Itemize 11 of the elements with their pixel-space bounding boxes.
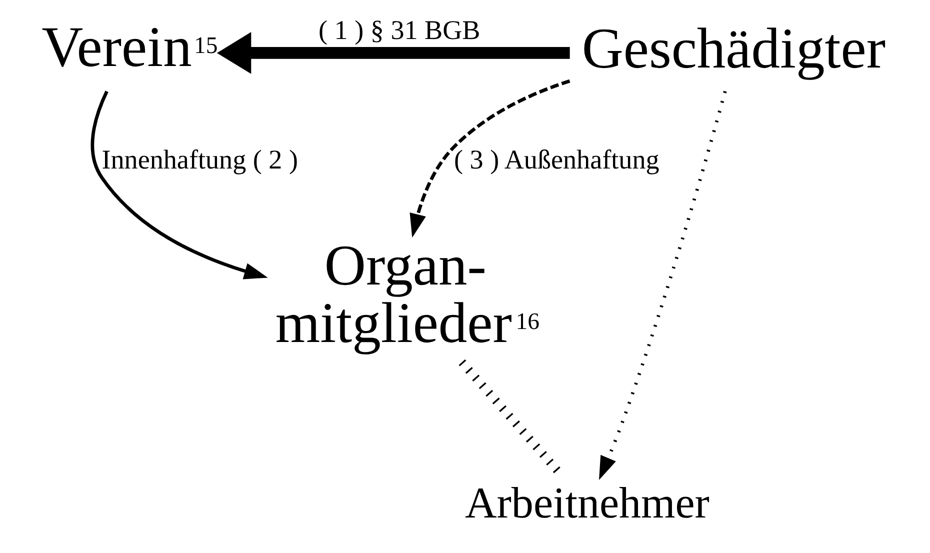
node-text: Geschädigter — [582, 18, 886, 81]
arrow — [90, 90, 268, 280]
arrow — [216, 32, 570, 74]
node-text: Organ- mitglieder$^{16}$ — [275, 234, 540, 356]
node-text: Arbeitnehmer — [465, 478, 710, 528]
edge-label: Innenhaftung ( 2 ) — [102, 144, 298, 175]
node-text: Verein$^{15}$ — [42, 16, 218, 79]
arrow — [410, 79, 570, 238]
edge-label: ( 1 ) § 31 BGB — [318, 15, 480, 46]
arrow — [599, 90, 727, 480]
edge-label: ( 3 ) Außenhaftung — [454, 144, 660, 175]
